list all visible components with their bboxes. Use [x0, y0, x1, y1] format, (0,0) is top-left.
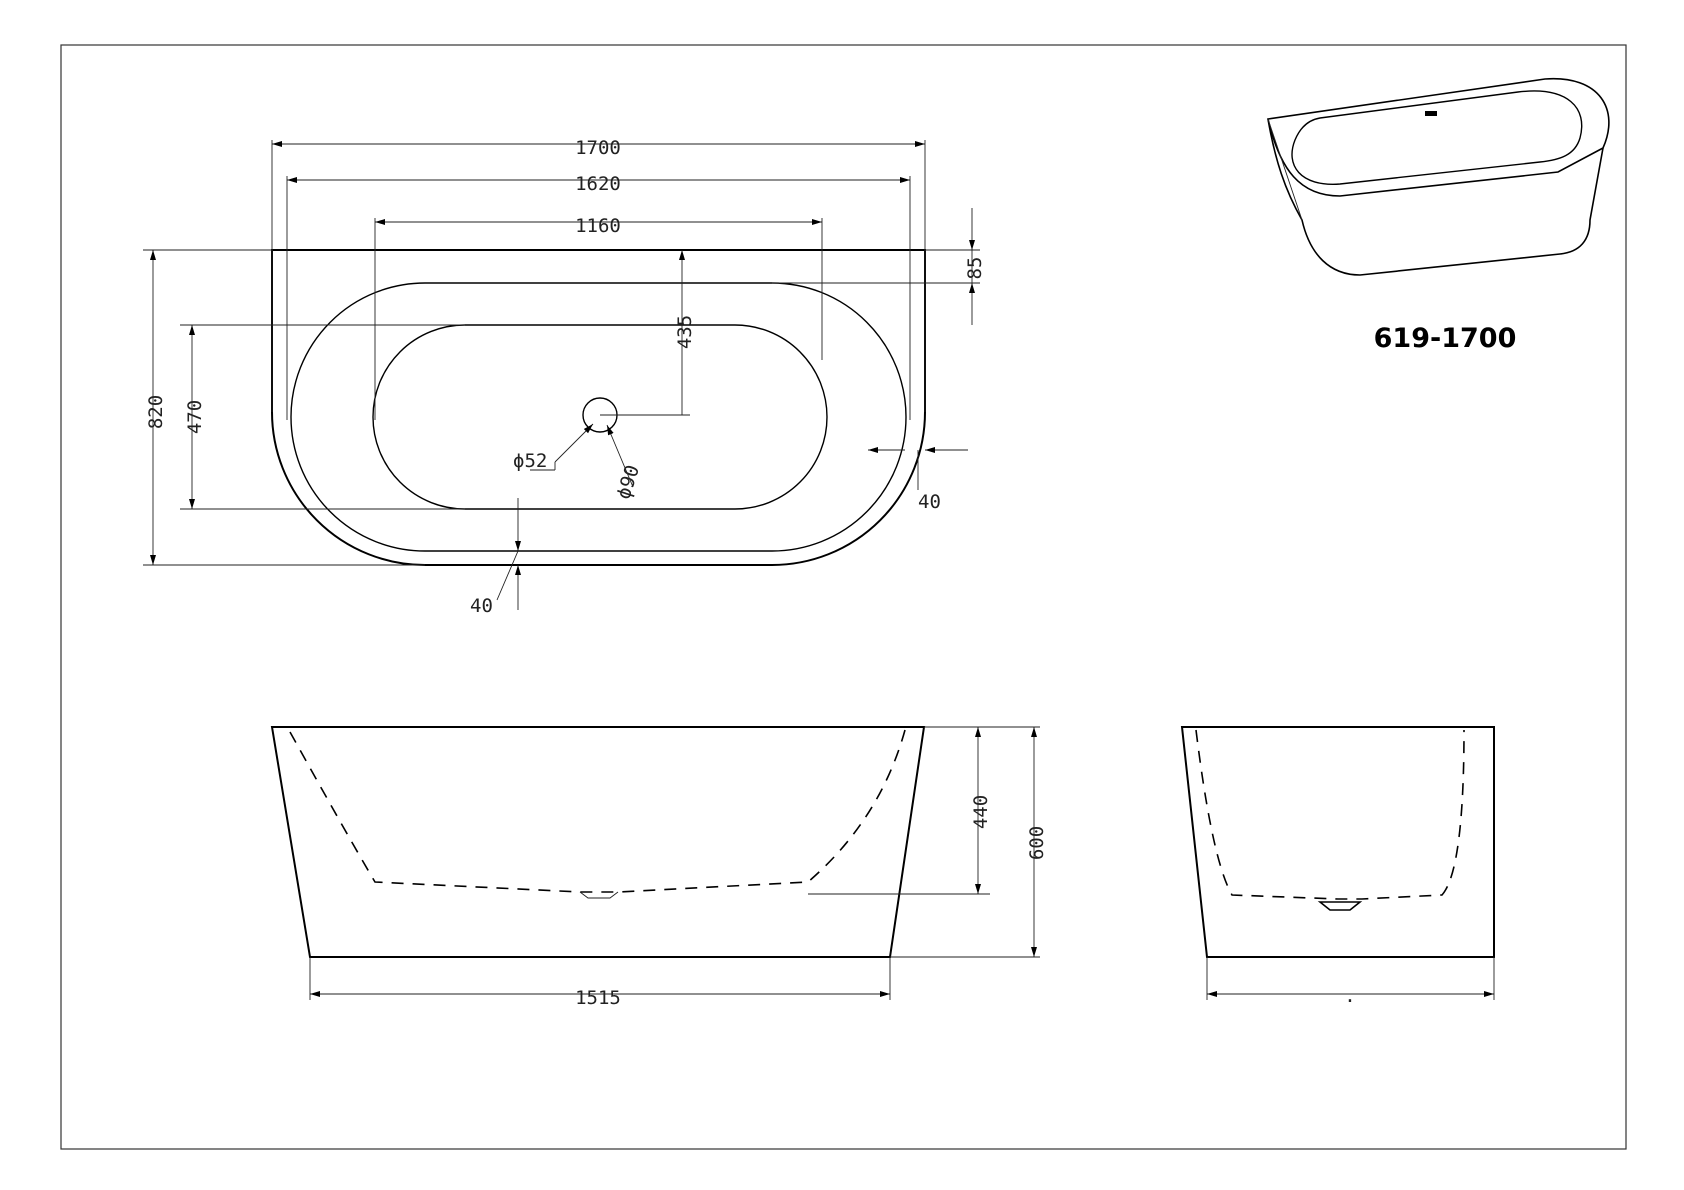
plan-outer-outline — [271, 249, 926, 566]
dim-rim-offset-top: 85 — [964, 257, 986, 280]
plan-dimension-lines — [150, 141, 975, 610]
iso-tub-basin — [1291, 90, 1583, 185]
dim-rim-thickness-front: 40 — [470, 595, 493, 617]
dim-overall-width: 820 — [145, 395, 167, 429]
model-code: 619-1700 — [1374, 323, 1517, 354]
iso-tub-body — [1267, 118, 1604, 276]
dim-basin-length: 1160 — [575, 215, 621, 237]
dim-drain-offset: 435 — [674, 315, 696, 349]
side-elevation-view: . — [1180, 726, 1495, 1007]
dim-drain-outer-diameter: ϕ90 — [613, 462, 645, 501]
isometric-preview: 619-1700 — [1267, 77, 1610, 354]
front-elevation-view: 440 600 1515 — [270, 726, 1048, 1009]
dim-basin-width: 470 — [184, 400, 206, 434]
side-outline — [1180, 726, 1495, 958]
plan-rim-outline — [290, 282, 907, 552]
iso-overflow-slot — [1425, 111, 1437, 116]
side-drain-dip — [1317, 901, 1363, 911]
dim-drain-inner-diameter: ϕ52 — [513, 450, 547, 472]
front-outline — [270, 726, 926, 958]
iso-back-edge — [1267, 118, 1303, 221]
plan-extension-lines — [143, 140, 980, 566]
dim-base-length: 1515 — [575, 987, 621, 1009]
dim-overall-length: 1700 — [575, 137, 621, 159]
dim-rim-thickness-side: 40 — [918, 491, 941, 513]
iso-tub-top — [1267, 77, 1610, 197]
front-drain-dip — [579, 891, 619, 899]
front-inner-dashed — [289, 729, 906, 893]
drawing-frame — [60, 44, 1627, 1150]
plan-view: 1700 1620 1160 820 470 435 85 ϕ52 ϕ90 40… — [143, 137, 986, 617]
dim-inner-depth: 440 — [970, 795, 992, 829]
dim-overall-height: 600 — [1026, 826, 1048, 860]
plan-basin-outline — [372, 324, 828, 510]
dim-side-base-width: . — [1344, 985, 1355, 1007]
side-dimension-lines — [1206, 957, 1495, 1000]
front-dimension-lines — [309, 726, 1040, 1000]
dim-rim-length: 1620 — [575, 173, 621, 195]
side-inner-dashed — [1195, 729, 1465, 900]
